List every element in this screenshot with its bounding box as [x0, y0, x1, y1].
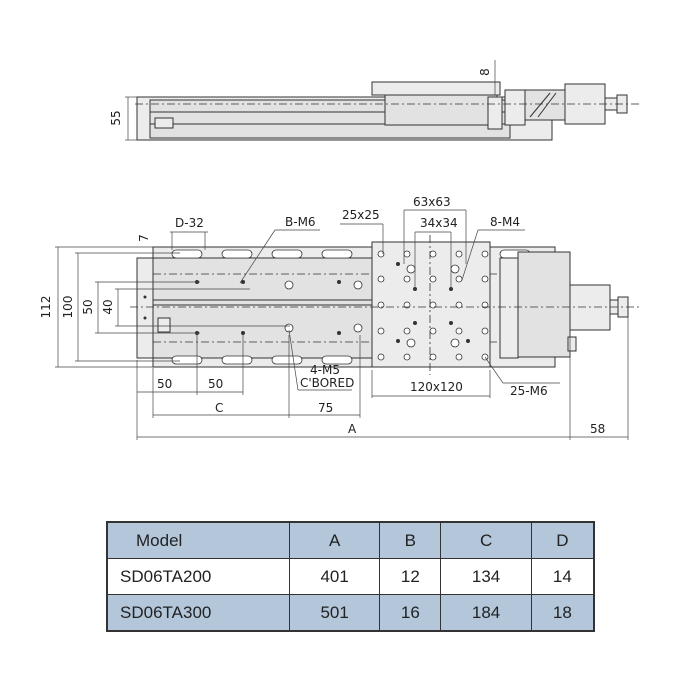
cell-d: 18 — [530, 594, 595, 632]
cell-b: 16 — [379, 594, 442, 632]
cell-c: 184 — [440, 594, 532, 632]
top-view: 112 100 50 40 7 D-32 B-M6 25x25 63x63 34… — [39, 195, 640, 440]
dim-50-b: 50 — [208, 377, 223, 391]
side-height-label: 55 — [109, 110, 123, 125]
holes-base-label: B-M6 — [285, 215, 316, 229]
dim-A: A — [348, 422, 357, 436]
dim-75: 75 — [318, 401, 333, 415]
pattern-25-label: 25x25 — [342, 208, 380, 222]
pattern-63-label: 63x63 — [413, 195, 451, 209]
table-header-row: Model A B C D — [106, 521, 595, 559]
dim-100: 100 — [61, 296, 75, 319]
header-a: A — [288, 521, 381, 559]
cell-a: 501 — [288, 594, 381, 632]
dim-112: 112 — [39, 296, 53, 319]
cell-model: SD06TA300 — [106, 594, 290, 632]
header-b: B — [379, 521, 442, 559]
slot-label: D-32 — [175, 216, 204, 230]
cell-b: 12 — [379, 558, 442, 595]
cell-a: 401 — [288, 558, 381, 595]
pattern-34-label: 34x34 — [420, 216, 458, 230]
carriage-holes — [377, 250, 489, 361]
cbore-label-2: C'BORED — [300, 376, 354, 390]
dim-50-vertical: 50 — [81, 299, 95, 314]
header-model: Model — [106, 521, 290, 559]
header-c: C — [440, 521, 532, 559]
model-dimension-table: Model A B C D SD06TA200 401 12 134 14 SD… — [106, 521, 595, 632]
side-view: 55 8 — [109, 60, 640, 141]
dim-40: 40 — [101, 299, 115, 314]
holes-m6-label: 25-M6 — [510, 384, 548, 398]
dim-7: 7 — [137, 234, 151, 242]
cell-d: 14 — [530, 558, 595, 595]
dim-C: C — [215, 401, 223, 415]
dim-50-a: 50 — [157, 377, 172, 391]
carriage-size-label: 120x120 — [410, 380, 463, 394]
table-row: SD06TA300 501 16 184 18 — [106, 594, 595, 632]
side-offset-label: 8 — [478, 68, 492, 76]
dim-58: 58 — [590, 422, 605, 436]
table-row: SD06TA200 401 12 134 14 — [106, 558, 595, 595]
header-d: D — [530, 521, 595, 559]
cbore-label-1: 4-M5 — [310, 363, 340, 377]
cell-c: 134 — [440, 558, 532, 595]
cell-model: SD06TA200 — [106, 558, 290, 595]
holes-m4-label: 8-M4 — [490, 215, 520, 229]
